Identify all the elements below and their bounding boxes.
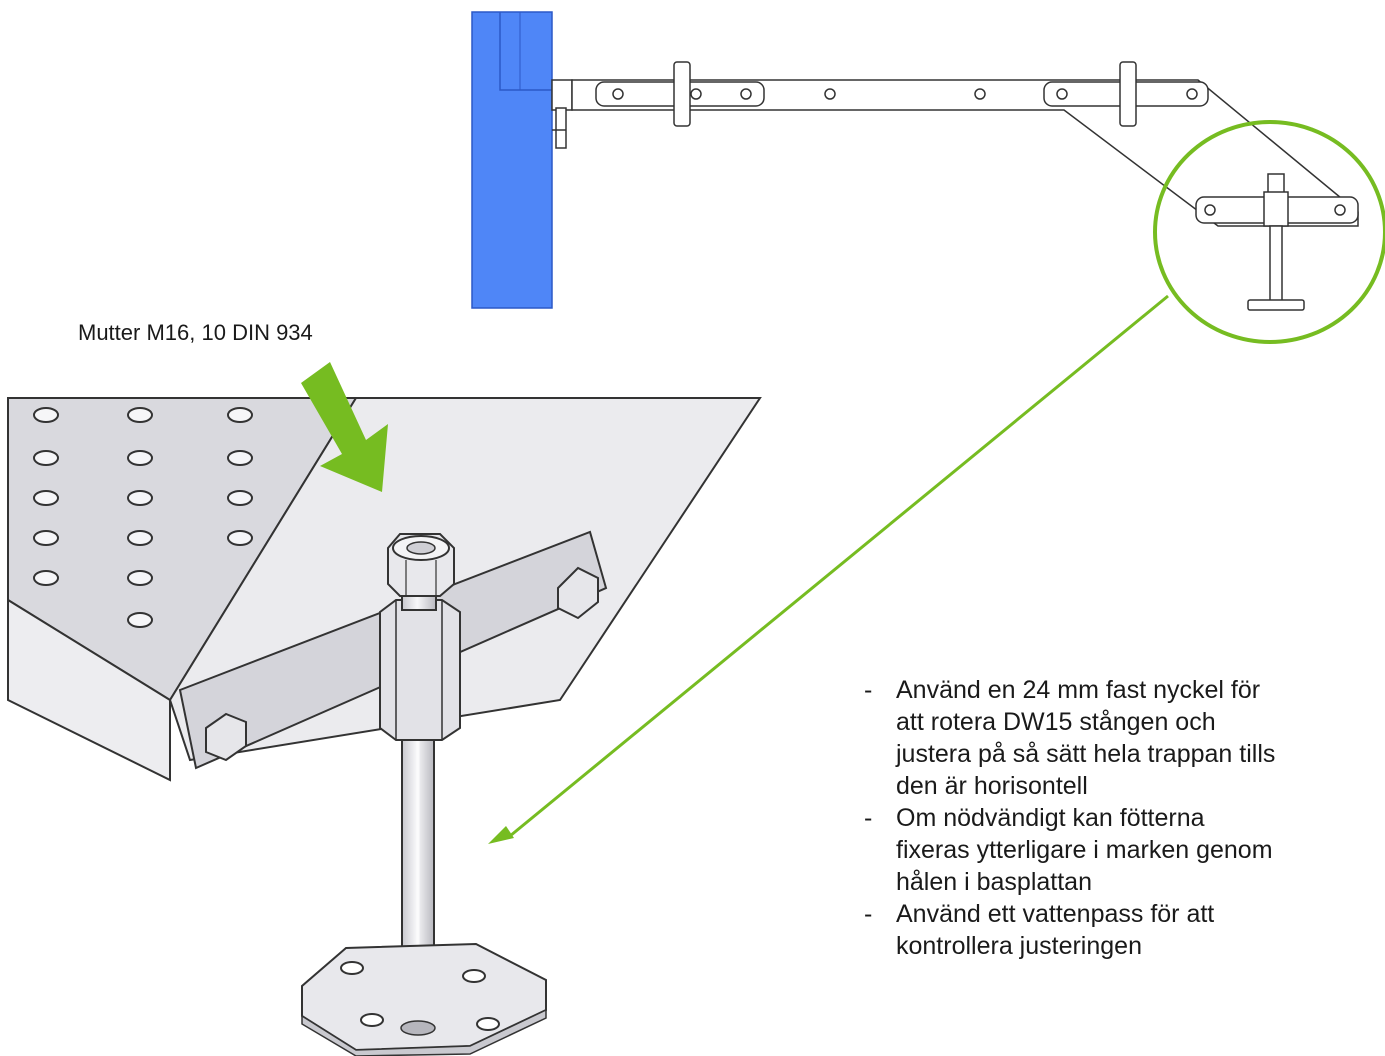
- base-plate: [301, 942, 547, 1056]
- nut-callout-label: Mutter M16, 10 DIN 934: [78, 320, 313, 345]
- instruction-item: Om nödvändigt kan fötterna fixeras ytter…: [862, 802, 1282, 898]
- wall-bracket: [551, 79, 573, 149]
- beam-bolts: [612, 88, 1346, 216]
- detail-circle: [1153, 120, 1385, 344]
- coupling-nut: [379, 599, 461, 741]
- instruction-item: Använd en 24 mm fast nyckel för att rote…: [862, 674, 1282, 802]
- plate-perforations: [33, 407, 253, 628]
- callout-arrow: [301, 362, 388, 492]
- detail-pointer-arrow: [488, 294, 1169, 844]
- instruction-list: Använd en 24 mm fast nyckel för att rote…: [862, 674, 1282, 962]
- top-side-view: [471, 11, 1385, 344]
- instruction-item: Använd ett vattenpass för att kontroller…: [862, 898, 1282, 962]
- top-nut-m16: [387, 533, 455, 597]
- beam-cross-plates: [673, 61, 1137, 127]
- side-view-foot: [1247, 173, 1305, 311]
- step-plate: [7, 397, 358, 782]
- blue-wall: [471, 11, 553, 309]
- isometric-detail-view: [7, 397, 762, 1056]
